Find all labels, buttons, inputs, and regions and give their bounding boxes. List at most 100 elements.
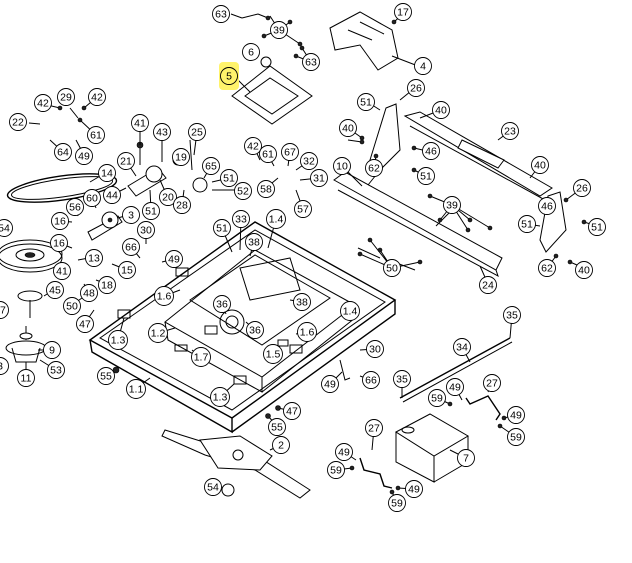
callout-label: 61 [262,149,274,161]
callout-label: 15 [121,265,133,277]
callout-9: 9 [43,341,61,359]
callout-label: 1.3 [213,392,228,404]
callout-59d: 59 [388,494,406,512]
callout-14: 14 [98,164,116,182]
callout-13: 13 [85,249,103,267]
callout-circle [159,188,177,206]
callout-circle [531,156,549,174]
callout-36b: 36 [246,321,264,339]
callout-circle [154,286,174,306]
callout-circle [97,367,115,385]
fuel-tank [395,413,469,483]
callout-label: 58 [260,184,272,196]
callout-label: 9 [49,345,55,357]
callout-67: 67 [281,143,299,161]
callout-label: 55 [100,371,112,383]
tie-rod [399,337,511,399]
callout-label: 44 [106,190,118,202]
callout-label: 54 [207,482,219,494]
callout-circle [259,145,277,163]
callout-1-4a: 1.4 [266,209,286,229]
callout-circle [507,406,525,424]
callout-22: 22 [9,113,27,131]
callout-circle [573,179,591,197]
callout-circle [51,212,69,230]
callout-40c: 40 [531,156,549,174]
callout-circle [383,259,401,277]
callout-label: 63 [305,57,317,69]
callout-circle [131,114,149,132]
callout-circle [210,387,230,407]
callout-circle [357,93,375,111]
callout-label: 35 [396,374,408,386]
callout-circle [300,152,318,170]
callout-circle [293,293,311,311]
callout-label: 62 [368,163,380,175]
callout-circle [302,53,320,71]
callout-16a: 16 [51,212,69,230]
callout-59a: 59 [428,389,446,407]
callout-circle [339,119,357,137]
callout-39a: 39 [270,21,288,39]
callout-63a: 63 [212,5,230,23]
callout-circle [405,480,423,498]
callout-label: 40 [435,105,447,117]
callout-label: 65 [205,161,217,173]
callout-label: 6 [248,47,254,59]
callout-49c: 49 [321,375,339,393]
callout-circle [83,189,101,207]
callout-label: 22 [12,117,24,129]
callout-label: 63 [215,9,227,21]
callout-40a: 40 [432,101,450,119]
callout-55a: 55 [97,367,115,385]
callout-label: 50 [66,301,78,313]
callout-label: 39 [273,25,285,37]
callout-circle [507,428,525,446]
callout-label: 1.1 [129,384,144,396]
callout-label: 27 [486,378,498,390]
callout-circle [98,164,116,182]
callout-circle [85,249,103,267]
leader-lines [25,11,598,504]
callout-62a: 62 [365,159,383,177]
callout-circle [321,375,339,393]
callout-42a: 42 [34,94,52,112]
callout-label: 51 [360,97,372,109]
callout-39b: 39 [443,196,461,214]
callout-49f: 49 [335,443,353,461]
callout-label: 60 [86,193,98,205]
callout-label: 51 [223,173,235,185]
callout-label: 49 [338,447,350,459]
callout-label: 57 [297,204,309,216]
callout-label: 30 [369,344,381,356]
spindle-housing [5,290,47,363]
callout-circle [153,123,171,141]
callout-label: 34 [456,342,468,354]
callout-51d: 51 [417,167,435,185]
callout-label: 47 [286,406,298,418]
callout-circle [212,5,230,23]
callout-label: 1.2 [151,328,166,340]
callout-label: 51 [145,206,157,218]
callout-66a: 66 [122,238,140,256]
callout-circle [453,338,471,356]
callout-25: 25 [188,123,206,141]
callout-label: 1.4 [343,306,358,318]
callout-29: 29 [57,88,75,106]
callout-circle [417,167,435,185]
callout-label: 3 [0,361,3,373]
callout-circle [245,233,263,251]
callout-59b: 59 [507,428,525,446]
callout-label: 41 [56,266,68,278]
callout-circle [137,221,155,239]
callout-10: 10 [333,157,351,175]
callout-49d: 49 [446,378,464,396]
callout-label: 7 [463,453,469,465]
callout-circle [327,461,345,479]
parts-artwork [0,11,567,499]
callout-circle [98,276,116,294]
callout-30a: 30 [137,221,155,239]
callout-circle [422,142,440,160]
